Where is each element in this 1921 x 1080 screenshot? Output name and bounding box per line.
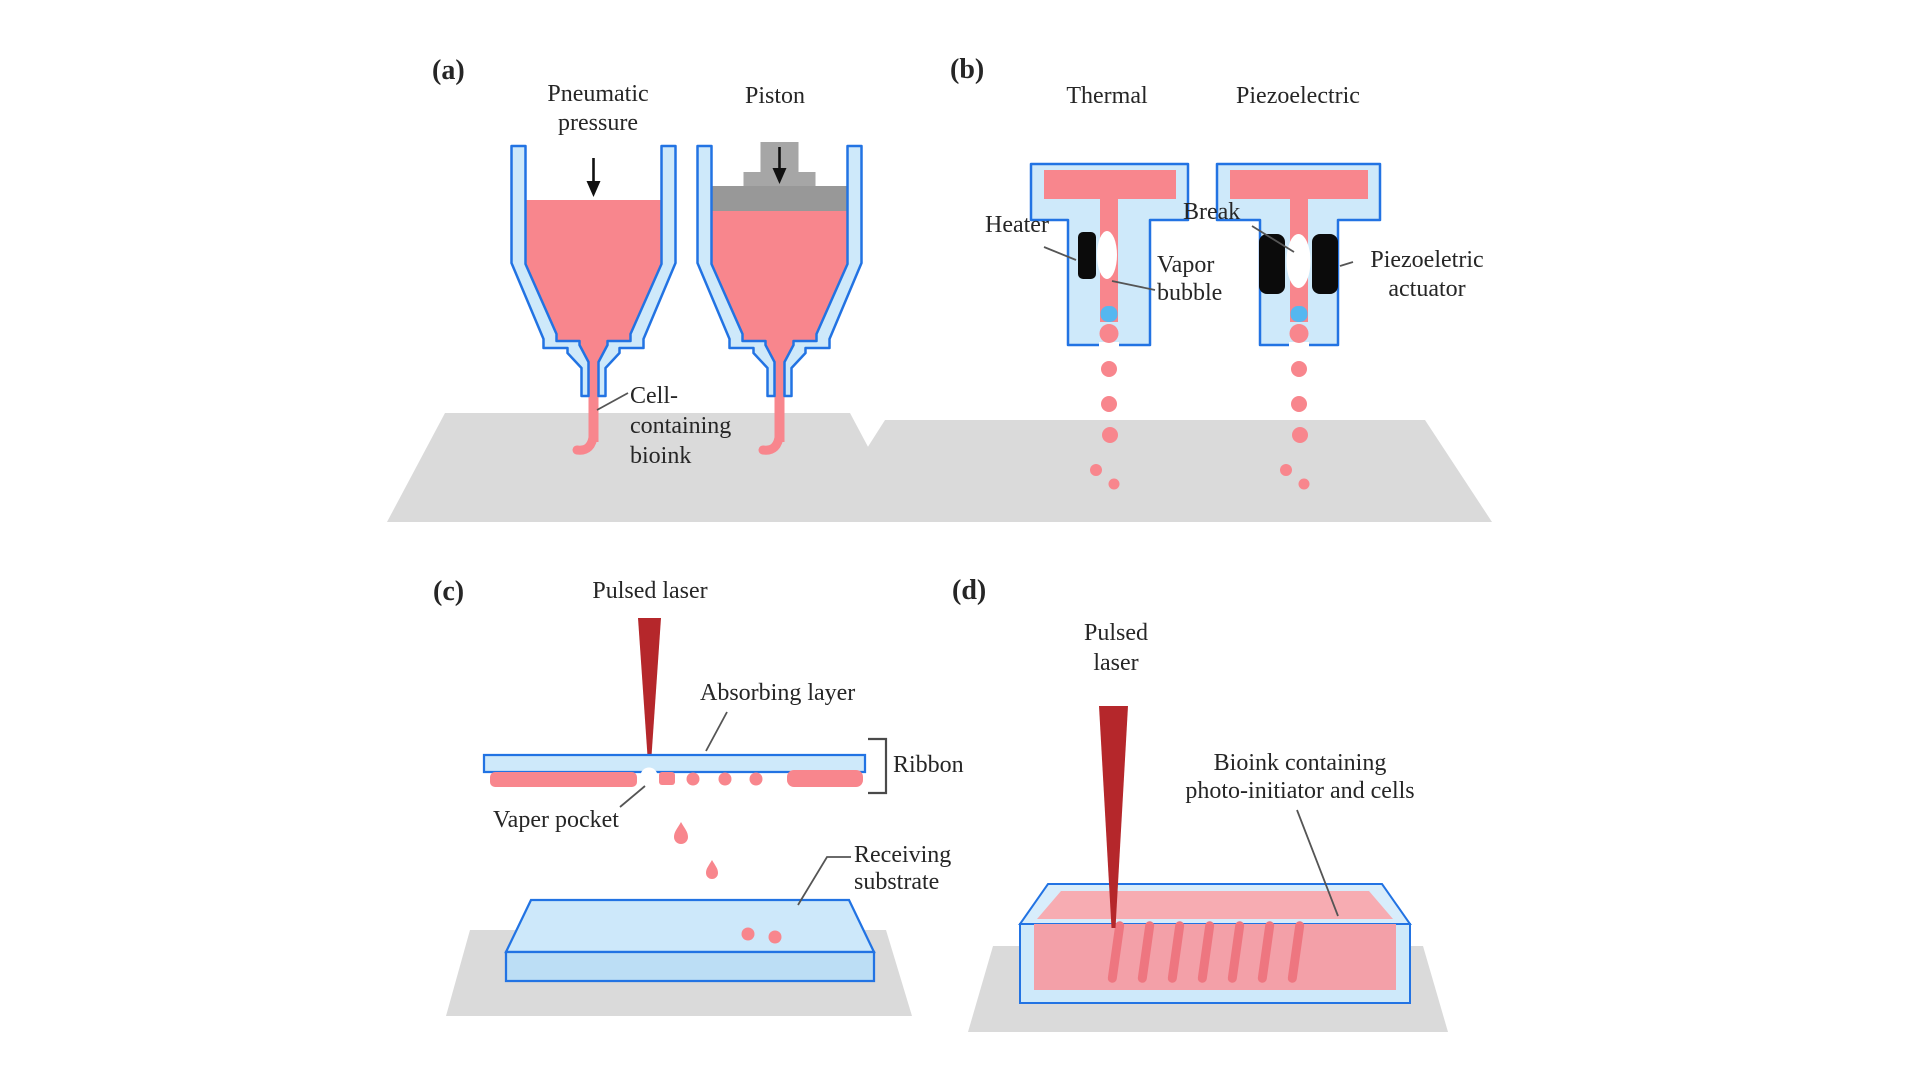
thermal-droplet-trail	[1090, 361, 1120, 490]
label-pneumatic-pressure: Pneumatic pressure	[547, 81, 649, 136]
panel-d-tag: (d)	[952, 575, 987, 606]
piezo-outlet-droplet	[1289, 324, 1309, 343]
panel-d-graphics	[968, 706, 1448, 1032]
vaper-pocket-shape	[640, 767, 658, 785]
label-heater: Heater	[985, 212, 1049, 238]
pneumatic-arrow-icon	[586, 158, 601, 197]
thermal-outlet-droplet	[1099, 324, 1119, 343]
pneumatic-stream-hook	[572, 429, 598, 455]
label-thermal: Thermal	[1066, 83, 1148, 109]
label-pulsed-laser-d: Pulsed laser	[1083, 620, 1149, 676]
piezo-actuator-right	[1312, 234, 1338, 294]
piezo-droplet-trail	[1280, 361, 1310, 490]
label-receiving-substrate: Receiving substrate	[854, 842, 952, 895]
panel-d-pointer-line	[1296, 809, 1339, 917]
pneumatic-syringe-left-wall	[510, 144, 590, 398]
ribbon-glass	[482, 753, 867, 774]
piezo-actuator-left	[1259, 234, 1285, 294]
piezo-blue-droplet	[1290, 306, 1308, 322]
panel-b-pointer-lines	[1043, 225, 1354, 291]
label-absorbing-layer: Absorbing layer	[700, 680, 856, 706]
ribbon-bracket	[868, 737, 888, 795]
label-vapor-bubble: Vapor bubble	[1157, 252, 1223, 306]
panel-c-tag: (c)	[433, 576, 465, 607]
pneumatic-syringe-right-wall	[597, 144, 677, 398]
panel-c-graphics	[446, 618, 912, 1016]
falling-droplets-c	[674, 822, 718, 879]
label-piston: Piston	[744, 83, 806, 109]
piston-bioink-fill	[711, 211, 848, 442]
label-piezoelectric-actuator: Piezoeletric actuator	[1370, 247, 1484, 302]
panel-b-tag: (b)	[950, 54, 985, 85]
panel-a-graphics	[387, 142, 908, 522]
bioink-surface	[1037, 891, 1393, 919]
pulsed-laser-beam-d	[1099, 706, 1128, 928]
piezo-outlet-gap	[1289, 342, 1309, 348]
receiving-substrate-top	[504, 898, 876, 954]
panel-b-graphics	[820, 162, 1492, 522]
heater-element	[1078, 232, 1096, 279]
label-break: Break	[1183, 199, 1241, 225]
thermal-blue-droplet	[1100, 306, 1118, 322]
receiving-substrate-front	[504, 950, 876, 983]
piston-stream-hook	[758, 429, 784, 455]
ribbon-bioink-layer	[490, 770, 863, 787]
label-cell-containing-bioink: Cell- containing bioink	[630, 383, 732, 469]
piston-syringe-left-wall	[696, 144, 776, 398]
thermal-outlet-gap	[1099, 342, 1119, 348]
label-piezoelectric: Piezoelectric	[1236, 83, 1360, 109]
bioink-front-volume	[1034, 924, 1396, 990]
deposited-droplets	[741, 927, 782, 944]
pneumatic-bioink-fill	[525, 200, 662, 442]
piston-arrow-icon	[772, 147, 787, 184]
printed-strands	[1107, 921, 1305, 983]
piston-syringe-right-wall	[783, 144, 863, 398]
label-vaper-pocket: Vaper pocket	[493, 807, 619, 833]
label-pulsed-laser-c: Pulsed laser	[592, 578, 708, 604]
label-ribbon: Ribbon	[893, 752, 964, 778]
panel-a-tag: (a)	[432, 55, 465, 86]
break-bubble-shape	[1286, 234, 1311, 288]
pulsed-laser-beam-c	[638, 618, 661, 756]
vapor-bubble-shape	[1097, 231, 1117, 279]
bioink-pointer-line	[596, 392, 629, 411]
platform-b	[820, 420, 1492, 522]
label-bioink-containing: Bioink containing photo-initiator and ce…	[1185, 750, 1415, 804]
panel-c-pointer-lines	[619, 711, 851, 906]
